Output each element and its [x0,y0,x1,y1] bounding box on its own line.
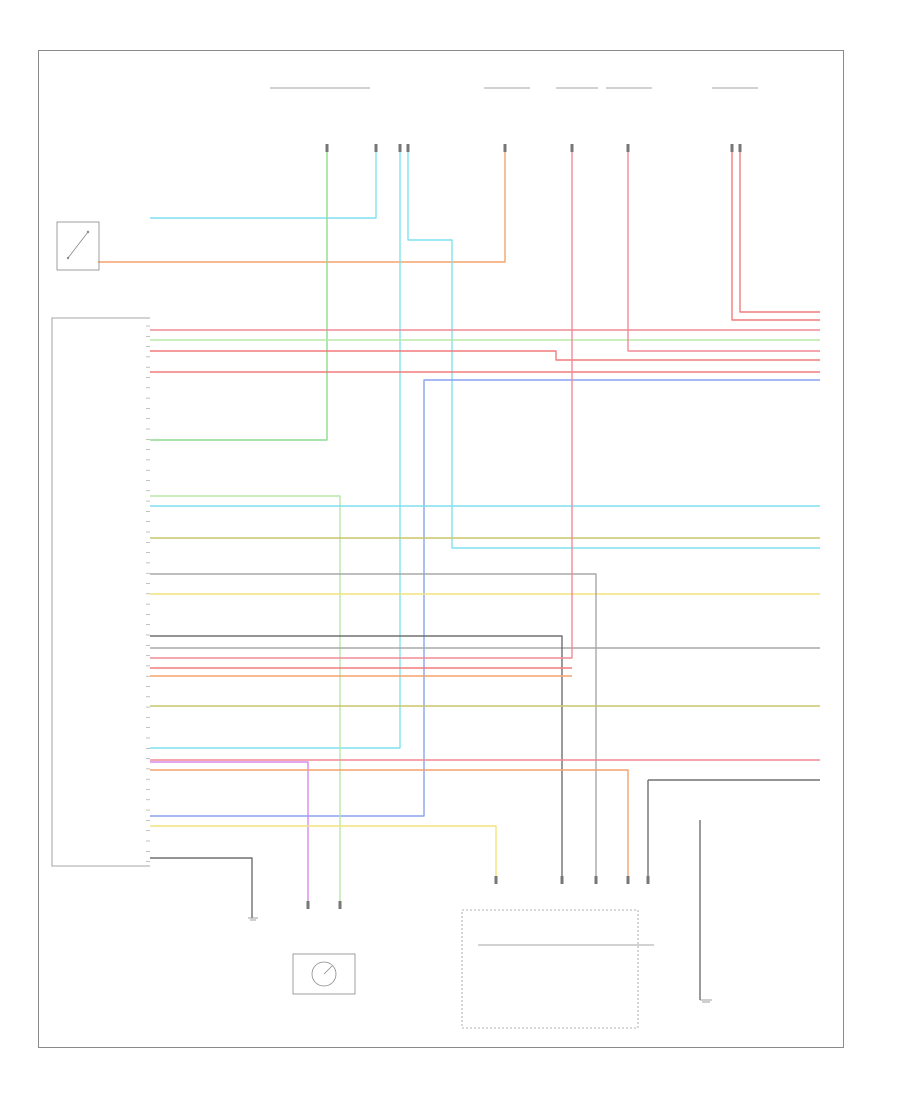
wire-cyan-4 [407,148,820,549]
wire-black-31 [150,857,253,918]
connector-pin-12 [560,876,564,884]
wire-gray-19 [150,573,597,880]
connector-pin-2 [398,144,402,152]
wire-red-15 [739,148,820,313]
diagram-frame [38,50,844,1048]
wire-purple-7 [150,761,309,905]
connector-pin-6 [626,144,630,152]
wire-red-11 [150,350,820,361]
wire-pink-13 [627,148,820,352]
wire-pink-22 [150,148,573,659]
wires-layer [98,144,820,1000]
connector-pin-5 [570,144,574,152]
connector-pin-8 [738,144,742,152]
wire-lightgreen-6 [150,495,341,905]
connector-pin-1 [374,144,378,152]
wire-orange-0 [98,148,506,263]
ground-symbols [248,917,712,1003]
connector-pin-4 [503,144,507,152]
wire-black-21 [150,635,563,880]
transmission-control-module [51,317,150,867]
pickup-switch-symbol [56,221,100,271]
wire-blue-5 [150,379,820,817]
connector-pin-10 [338,901,342,909]
connector-pin-0 [325,144,329,152]
wire-cyan-1 [150,148,377,219]
wire-orange-27 [150,769,629,880]
connector-pin-3 [406,144,410,152]
connector-pin-15 [646,876,650,884]
connector-pin-14 [626,876,630,884]
connector-pin-11 [306,901,310,909]
wire-green-2 [150,148,328,441]
wire-cyan-3 [150,148,401,749]
wire-red-14 [731,148,820,321]
connector-pin-13 [594,876,598,884]
wire-yellow-8 [150,825,497,880]
automatic-transmission-block [461,909,654,1029]
connector-pin-7 [730,144,734,152]
connector-pin-9 [494,876,498,884]
range-switch-symbol [292,953,356,995]
